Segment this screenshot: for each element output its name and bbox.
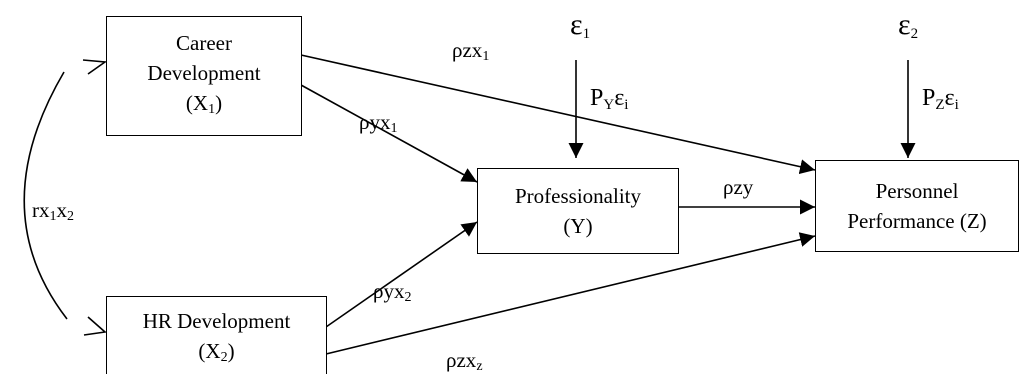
error-term-e1: ε1	[570, 8, 591, 42]
correlation-arrowhead-bottom	[83, 316, 107, 336]
node-x1-symbol: (X1)	[185, 90, 223, 117]
arrow-x1-to-y	[300, 84, 478, 183]
node-x1-line1: Career	[176, 30, 232, 55]
node-z-line1: Personnel	[875, 179, 959, 203]
node-y-line1: Professionality	[515, 184, 641, 208]
label-rho-zxz: ρzxz	[446, 348, 483, 374]
label-rho-zx1: ρzx1	[452, 38, 490, 64]
error-path-e2: PZεi	[922, 85, 959, 113]
error-term-e2: ε2	[898, 8, 919, 42]
label-rho-yx1: ρyx1	[359, 110, 398, 136]
label-rho-zy: ρzy	[723, 175, 754, 199]
arrow-x1-to-z	[300, 54, 816, 175]
node-x2-line1: HR Development	[142, 308, 291, 333]
node-hr-development: HR Development (X2)	[106, 296, 327, 374]
node-personnel-performance: Personnel Performance (Z)	[815, 160, 1019, 252]
arrow-x2-to-y	[325, 221, 478, 328]
node-career-development: Career Development (X1)	[106, 16, 302, 136]
node-x1-line2: Development	[147, 60, 261, 85]
node-professionality: Professionality (Y)	[477, 168, 679, 254]
label-rho-yx2: ρyx2	[373, 279, 412, 305]
correlation-arc	[23, 71, 68, 320]
correlation-arrowhead-top	[82, 59, 108, 75]
node-z-line2: Performance (Z)	[847, 209, 987, 233]
arrow-x2-to-z	[325, 232, 816, 355]
node-y-line2: (Y)	[563, 214, 593, 238]
label-r-x1x2: rx1x2	[32, 198, 74, 224]
error-path-e1: PYεi	[590, 85, 629, 113]
node-x2-symbol: (X2)	[198, 338, 235, 365]
